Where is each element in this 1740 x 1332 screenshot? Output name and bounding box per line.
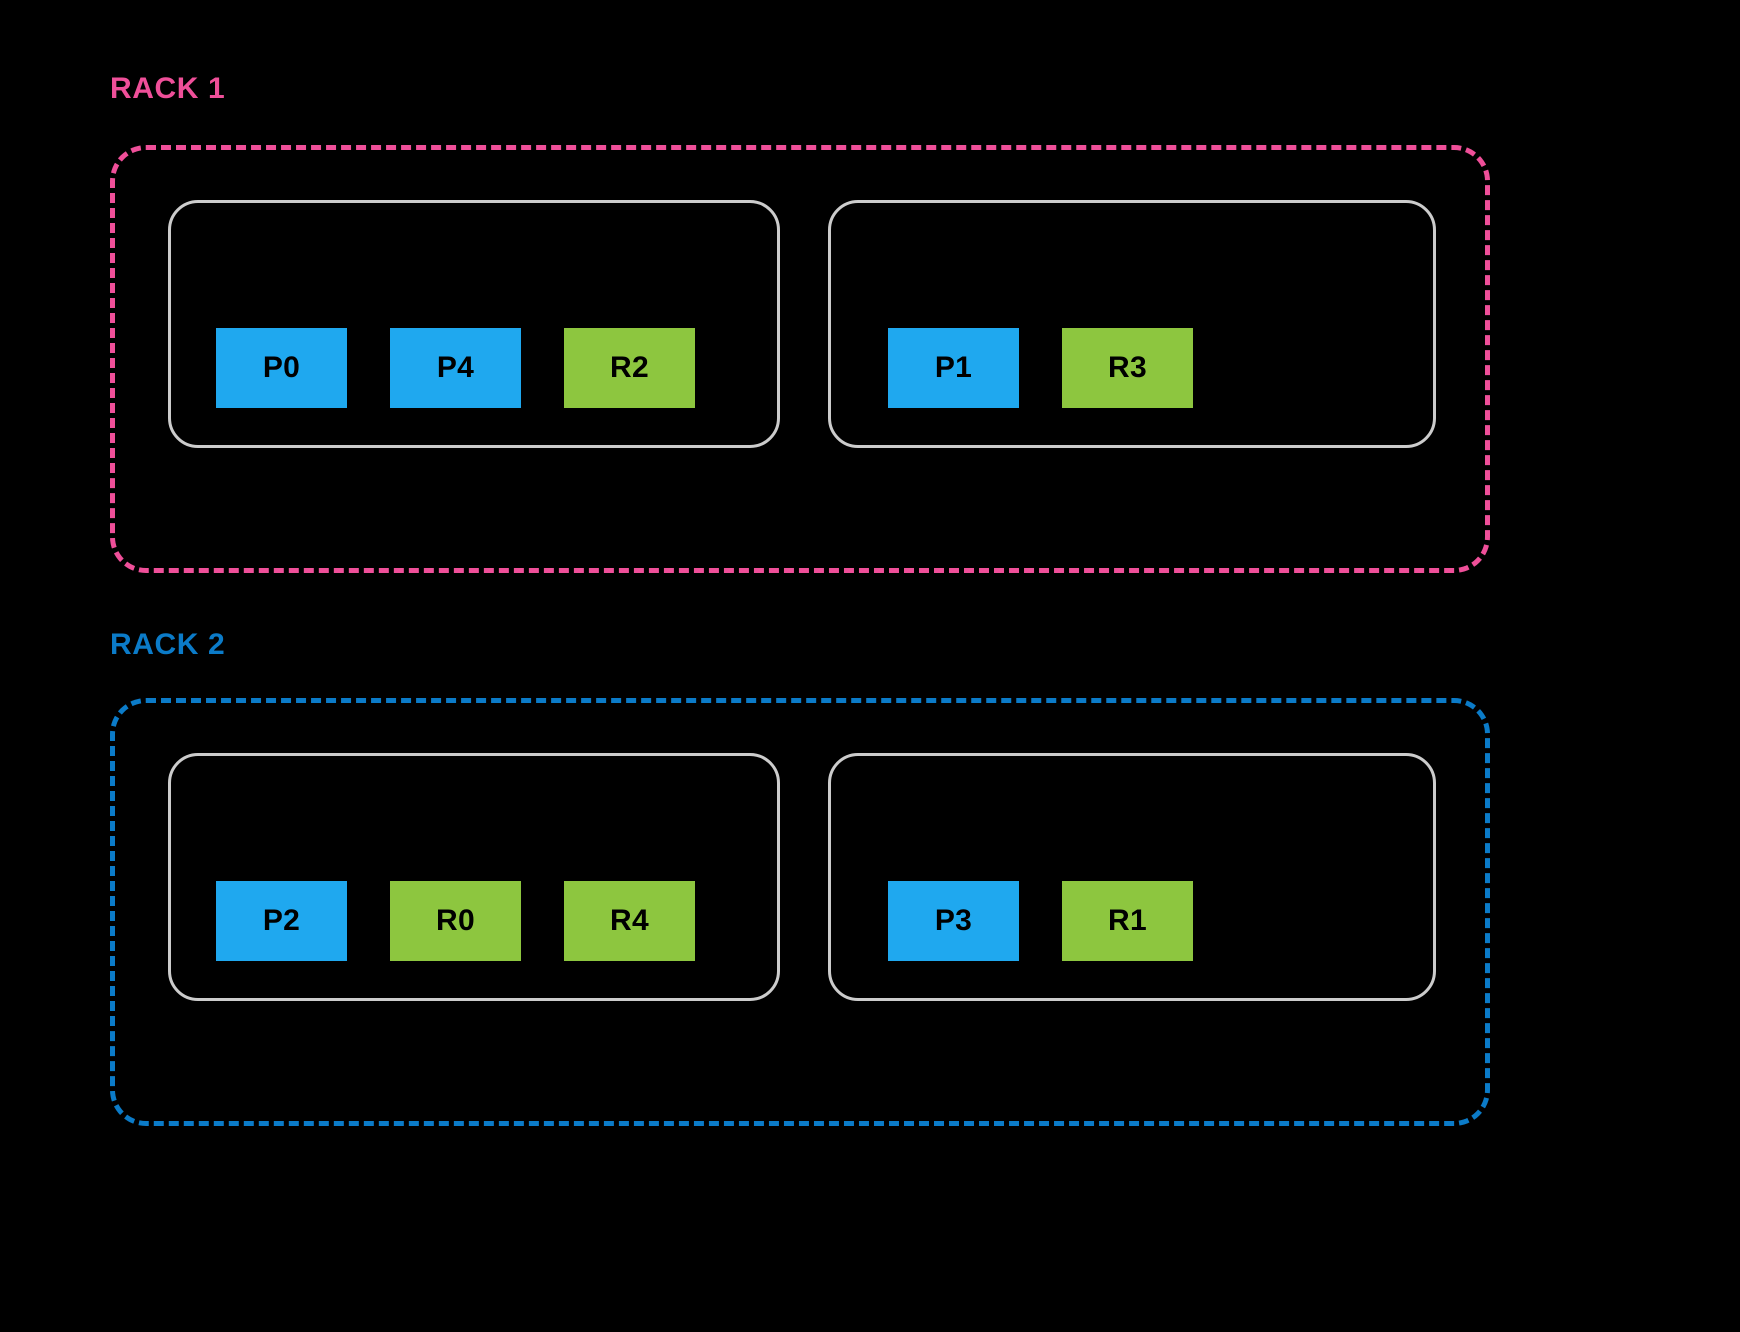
rack-boundary-1 xyxy=(110,145,1490,573)
rack-label-1: RACK 1 xyxy=(110,72,226,105)
node-container-node-4 xyxy=(828,753,1436,1001)
partition-chip-p3[interactable]: P3 xyxy=(888,881,1019,961)
node-container-node-3 xyxy=(168,753,780,1001)
partition-chip-p4[interactable]: P4 xyxy=(390,328,521,408)
replica-chip-r4[interactable]: R4 xyxy=(564,881,695,961)
node-container-node-2 xyxy=(828,200,1436,448)
partition-chip-p1[interactable]: P1 xyxy=(888,328,1019,408)
node-container-node-1 xyxy=(168,200,780,448)
partition-chip-p0[interactable]: P0 xyxy=(216,328,347,408)
rack-label-2: RACK 2 xyxy=(110,628,226,661)
replica-chip-r2[interactable]: R2 xyxy=(564,328,695,408)
rack-boundary-2 xyxy=(110,698,1490,1126)
replica-chip-r1[interactable]: R1 xyxy=(1062,881,1193,961)
replica-chip-r0[interactable]: R0 xyxy=(390,881,521,961)
replica-chip-r3[interactable]: R3 xyxy=(1062,328,1193,408)
partition-chip-p2[interactable]: P2 xyxy=(216,881,347,961)
